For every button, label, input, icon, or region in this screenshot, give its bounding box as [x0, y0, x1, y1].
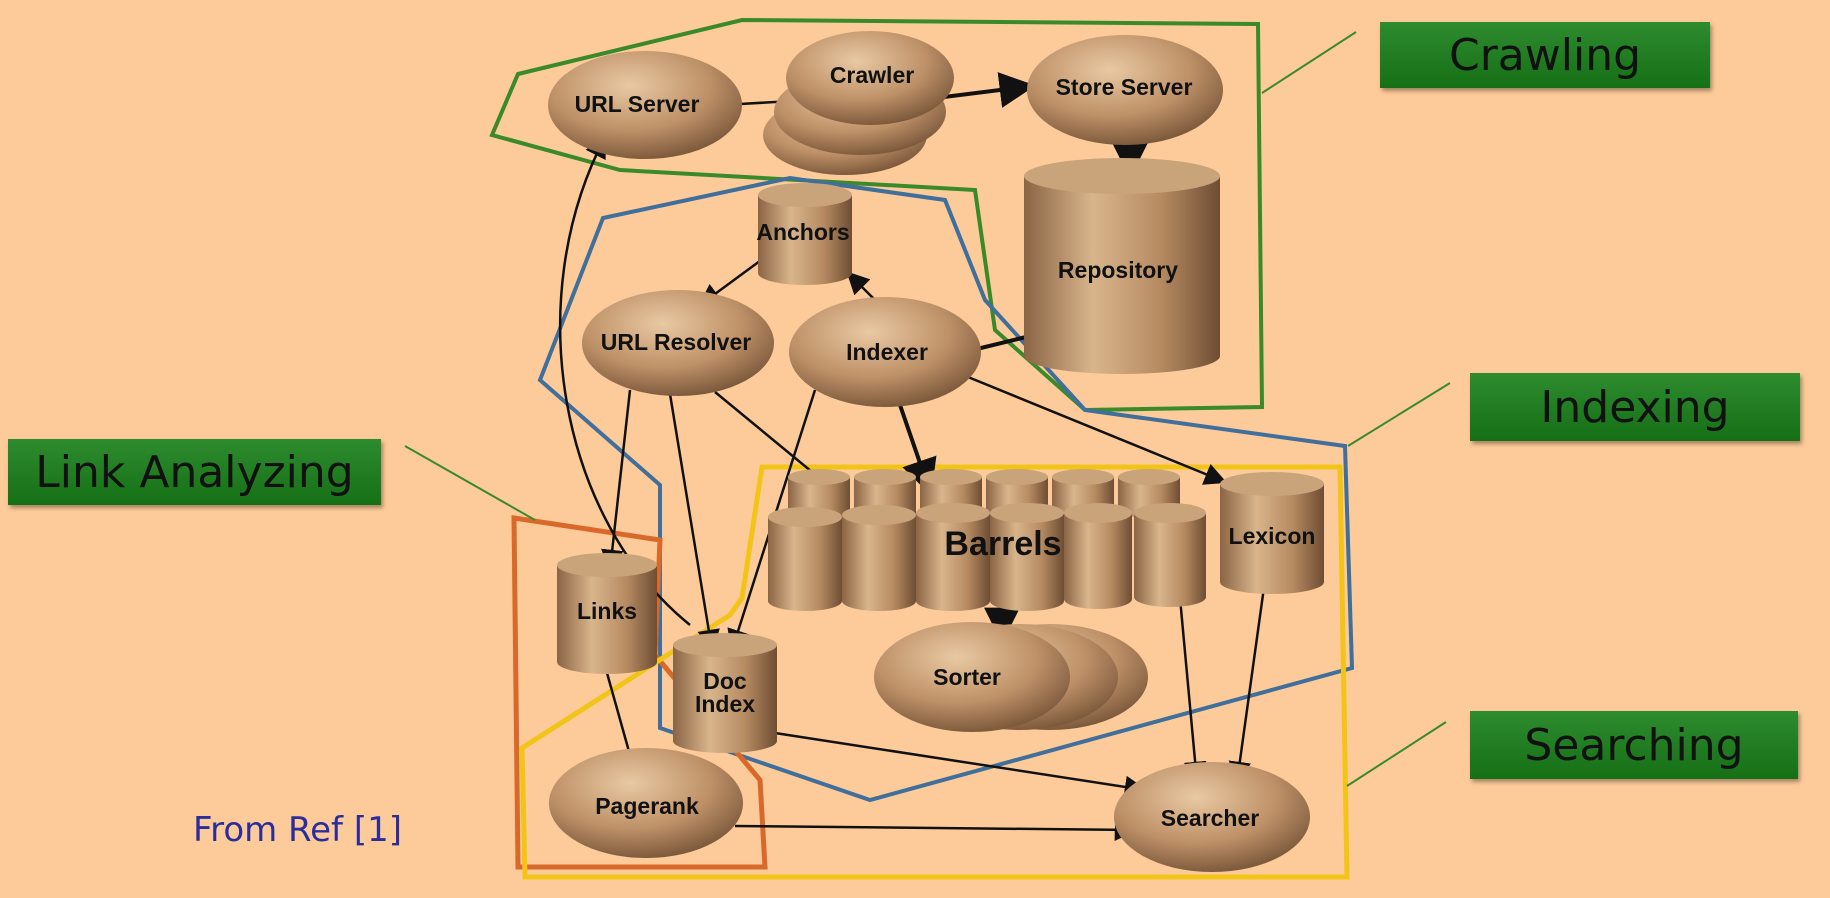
- repository-label: Repository: [1058, 257, 1178, 283]
- links-label: Links: [577, 598, 637, 624]
- edge-barrels-searcher: [1178, 597, 1207, 785]
- searcher-label: Searcher: [1161, 805, 1260, 831]
- url-server-node: URL Server: [548, 51, 742, 159]
- barrels-label: Barrels: [944, 525, 1061, 563]
- indexing-tag-label: Indexing: [1540, 381, 1730, 433]
- edge-docindex-searcher: [774, 731, 1148, 799]
- url-resolver-label: URL Resolver: [601, 329, 751, 355]
- edge-urlresolver-docindex: [668, 393, 720, 653]
- searching-tag-label: Searching: [1524, 719, 1744, 771]
- barrels-front-row: [768, 503, 1206, 611]
- searching-tag: Searching: [1470, 711, 1798, 779]
- url-server-label: URL Server: [575, 91, 700, 117]
- link-analyzing-region-outline: [511, 515, 768, 870]
- doc-index-label-line2: Index: [695, 691, 755, 717]
- anchors-node: Anchors: [756, 183, 852, 285]
- crawler-label: Crawler: [830, 62, 914, 88]
- url-resolver-node: URL Resolver: [582, 290, 774, 396]
- link-analyzing-tag-label: Link Analyzing: [35, 446, 354, 498]
- link-analyzing-tag: Link Analyzing: [8, 439, 381, 505]
- barrels-node: Barrels: [768, 469, 1206, 611]
- edge-lexicon-searcher: [1228, 579, 1267, 785]
- store-server-node: Store Server: [1027, 35, 1223, 145]
- doc-index-label-line1: Doc: [703, 668, 747, 694]
- store-server-label: Store Server: [1056, 74, 1193, 100]
- indexing-connector: [1347, 382, 1451, 447]
- link-analyzing-connector: [404, 445, 536, 521]
- anchors-label: Anchors: [756, 219, 849, 245]
- pagerank-label: Pagerank: [595, 793, 699, 819]
- searching-region-outline: [519, 464, 1350, 880]
- sorter-label: Sorter: [933, 664, 1001, 690]
- crawling-tag: Crawling: [1380, 22, 1710, 88]
- repository-node: Repository: [1024, 158, 1220, 374]
- lexicon-node: Lexicon: [1220, 472, 1324, 594]
- indexer-node: Indexer: [789, 297, 981, 407]
- searcher-node: Searcher: [1114, 762, 1310, 872]
- edge-pagerank-searcher: [734, 818, 1138, 842]
- crawler-node: Crawler: [763, 31, 954, 175]
- doc-index-node: Doc Index: [673, 633, 777, 753]
- sorter-node: Sorter: [874, 622, 1148, 732]
- links-node: Links: [557, 553, 657, 674]
- indexing-region-outline: [537, 175, 1355, 803]
- lexicon-label: Lexicon: [1229, 523, 1316, 549]
- crawling-connector: [1261, 31, 1357, 94]
- edge-indexer-lexicon: [967, 375, 1228, 485]
- indexer-label: Indexer: [846, 339, 928, 365]
- indexing-tag: Indexing: [1470, 373, 1800, 441]
- edge-urlresolver-links: [601, 389, 632, 573]
- crawling-tag-label: Crawling: [1448, 29, 1642, 81]
- source-caption: From Ref [1]: [193, 810, 402, 850]
- searching-connector: [1346, 721, 1447, 787]
- crawling-region-outline: [489, 17, 1265, 413]
- pagerank-node: Pagerank: [549, 748, 743, 858]
